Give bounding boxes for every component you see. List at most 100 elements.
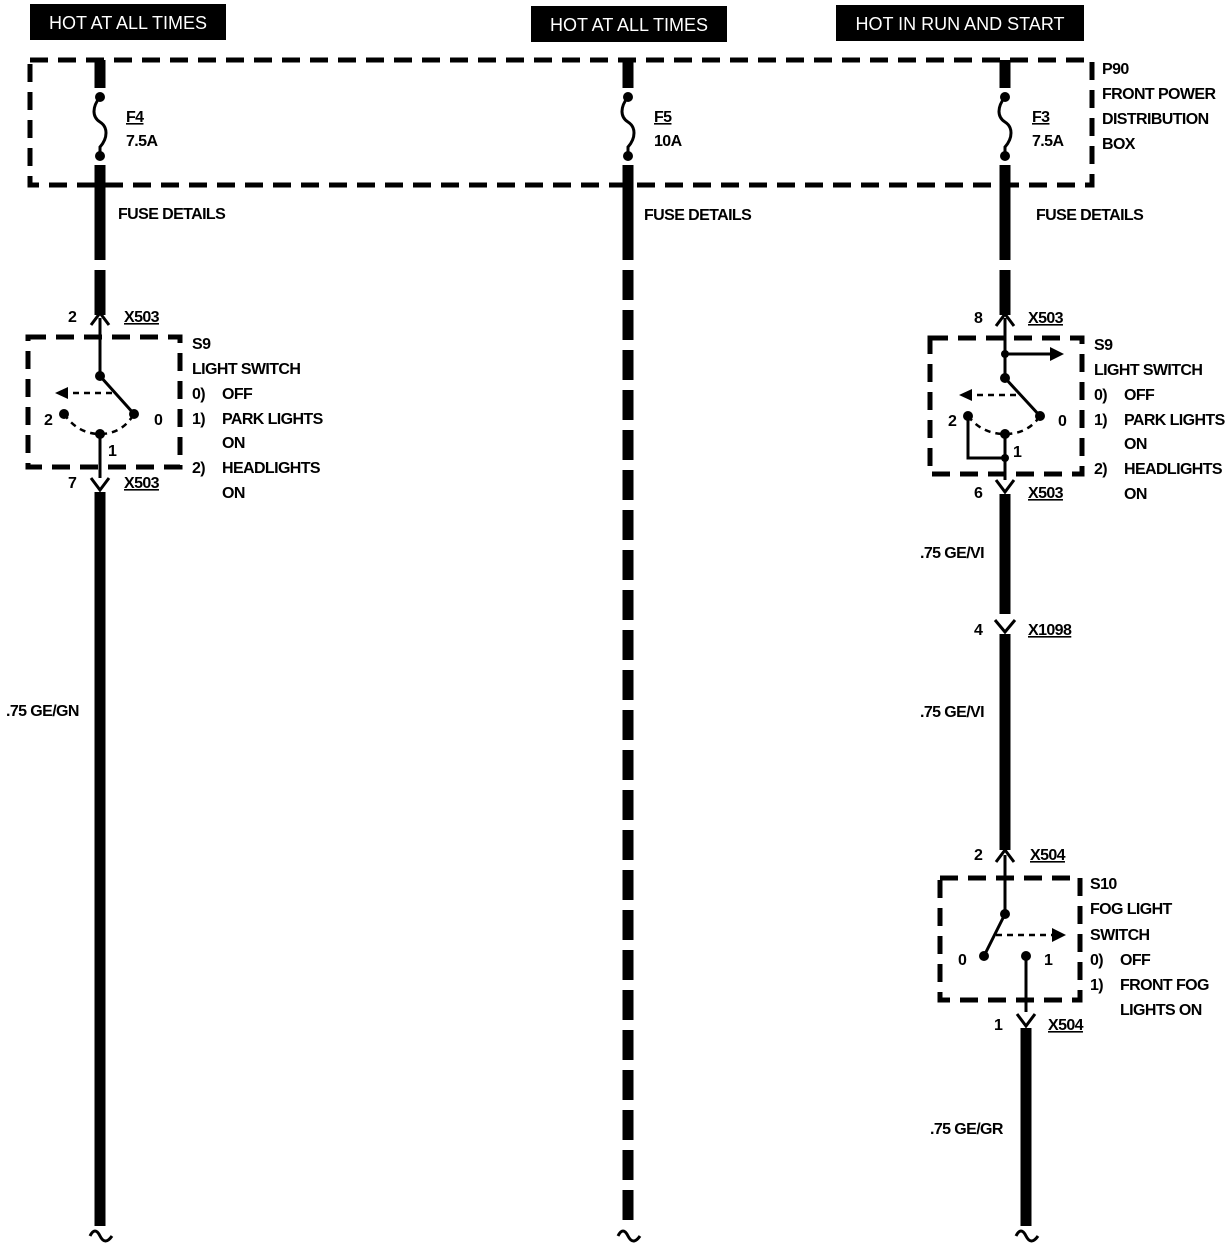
x1098-pin: 4 [974,622,983,639]
fuse-f3-rating: 7.5A [1032,133,1064,150]
header-right: HOT IN RUN AND START [836,5,1084,41]
s9-left-outline [25,334,183,470]
s10-contact-0 [979,951,989,961]
fuse-f4-symbol [92,96,108,156]
s10-title1: FOG LIGHT [1090,901,1173,918]
s10-bottom-conn: X504 [1048,1017,1084,1034]
wire-left-label: .75 GE/GN [6,703,79,720]
fuse-f5-details: FUSE DETAILS [644,207,752,224]
s9-right-pos2-jumper [966,416,1005,460]
s10-id: S10 [1090,876,1117,893]
wire-middle-break [616,1229,642,1243]
fuse-f5-name: F5 [654,109,672,126]
power-box-line3: BOX [1102,136,1136,153]
wire-right-break [1014,1229,1040,1243]
s9-left-opt2-num: 2) [192,460,205,477]
fuse-f4-terminal-bottom [95,151,105,161]
s9-left-opt1b: ON [222,435,245,452]
s10-pos-1: 1 [1044,952,1053,969]
s9-left-opt1-num: 1) [192,411,205,428]
connector-x1098 [993,619,1017,635]
s10-top-pin: 2 [974,847,983,864]
fuse-f4-details: FUSE DETAILS [118,206,226,223]
circuit-middle: F5 10A FUSE DETAILS [616,60,753,1243]
s9-right-opt2b: ON [1124,486,1147,503]
s9-right-bottom-conn: X503 [1028,485,1064,502]
s9-left-pos-2: 2 [44,412,53,429]
fuse-f3-symbol [997,96,1013,156]
s9-right-opt2-num: 2) [1094,461,1107,478]
s9-left-title: LIGHT SWITCH [192,361,300,378]
s9-left-top-conn: X503 [124,309,160,326]
circuit-left: F4 7.5A FUSE DETAILS 2 X503 2 0 1 7 X503… [6,60,324,1243]
s9-left-bottom-pin: 7 [68,475,77,492]
s10-outline [937,875,1083,1003]
s9-right-ganged-link [967,415,1042,436]
s10-opt1a: FRONT FOG [1120,977,1209,994]
s9-right-illum-arrow [1050,347,1064,361]
fuse-f4-rating: 7.5A [126,133,158,150]
s9-right-pos-2: 2 [948,413,957,430]
s9-right-opt2a: HEADLIGHTS [1124,461,1223,478]
s9-left-opt0: OFF [222,386,253,403]
s9-right-arrow [959,389,972,401]
s10-title2: SWITCH [1090,927,1150,944]
wire-right-middle-label: .75 GE/VI [920,704,984,721]
header-middle-text: HOT AT ALL TIMES [550,15,708,35]
header-right-text: HOT IN RUN AND START [855,14,1064,34]
fuse-f3-terminal-bottom [1000,151,1010,161]
s10-arrow [1052,928,1066,942]
s9-left-pos-0: 0 [154,412,163,429]
connector-x504-bottom [1015,1013,1037,1029]
s9-left-arrow [55,387,68,399]
s9-left-opt2a: HEADLIGHTS [222,460,321,477]
x1098-name: X1098 [1028,622,1072,639]
s10-opt1b: LIGHTS ON [1120,1002,1202,1019]
wire-right-upper-label: .75 GE/VI [920,545,984,562]
power-box-line2: DISTRIBUTION [1102,111,1209,128]
connector-x503-top-right [994,311,1016,327]
power-box-line1: FRONT POWER [1102,86,1216,103]
s10-pos-0: 0 [958,952,967,969]
s9-right-opt1a: PARK LIGHTS [1124,412,1226,429]
fuse-f3-name: F3 [1032,109,1050,126]
power-box-outline [27,57,1095,188]
s9-right-opt0: OFF [1124,387,1155,404]
s10-opt1-num: 1) [1090,977,1103,994]
connector-x504-top [994,847,1016,863]
s9-left-pos-1: 1 [108,443,117,460]
s9-left-top-pin: 2 [68,309,77,326]
s9-right-opt0-num: 0) [1094,387,1107,404]
s9-right-opt1b: ON [1124,436,1147,453]
s9-left-opt0-num: 0) [192,386,205,403]
fuse-f5-symbol [620,96,636,156]
header-middle: HOT AT ALL TIMES [531,6,727,42]
s9-left-id: S9 [192,336,211,353]
connector-x503-bottom-right [994,479,1016,495]
circuit-right: F3 7.5A FUSE DETAILS 8 X503 2 0 1 6 X503… [920,60,1226,1243]
s9-left-opt2b: ON [222,485,245,502]
s9-right-blade [1003,376,1042,418]
s10-blade [982,913,1007,957]
s9-left-ganged-link [62,413,136,436]
power-box-id: P90 [1102,61,1129,78]
s9-left-bottom-conn: X503 [124,475,160,492]
fuse-f4-name: F4 [126,109,144,126]
fuse-f3-details: FUSE DETAILS [1036,207,1144,224]
wire-right-lower-label: .75 GE/GR [930,1121,1004,1138]
fuse-f5-rating: 10A [654,133,683,150]
s9-right-title: LIGHT SWITCH [1094,362,1202,379]
header-left: HOT AT ALL TIMES [30,4,226,40]
s9-right-id: S9 [1094,337,1113,354]
s9-right-bottom-pin: 6 [974,485,983,502]
s9-left-blade [98,374,136,416]
s10-bottom-pin: 1 [994,1017,1003,1034]
s10-opt0: OFF [1120,952,1151,969]
connector-x503-bottom-left [89,477,111,493]
connector-x503-top-left [89,310,111,326]
s9-right-pos-1: 1 [1013,444,1022,461]
wire-left-break [88,1229,114,1243]
s10-opt0-num: 0) [1090,952,1103,969]
